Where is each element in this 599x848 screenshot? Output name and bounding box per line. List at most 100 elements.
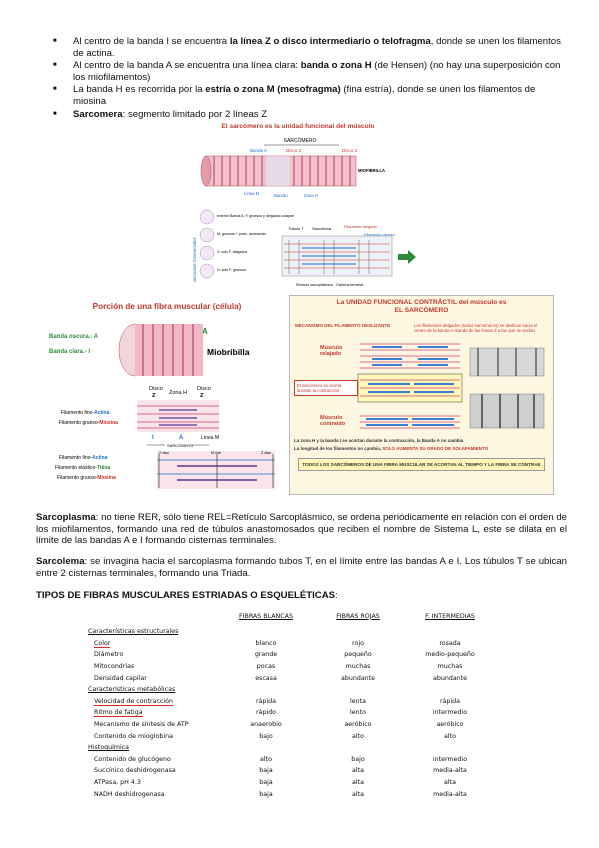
svg-text:M: gruesos + prots. accesorias: M: gruesos + prots. accesorias bbox=[217, 232, 266, 236]
figure-unidad-funcional: La UNIDAD FUNCIONAL CONTRÁCTIL del múscu… bbox=[289, 295, 554, 495]
caption-1: La zona H y la banda I se acortan durant… bbox=[294, 438, 464, 443]
row-label: NADH deshidrogenasa bbox=[94, 790, 165, 798]
cell-value: blanco bbox=[255, 639, 277, 647]
svg-text:exterior Banda A: F. gruesos y: exterior Banda A: F. gruesos y delgados … bbox=[217, 214, 294, 218]
figure-fibra-title: Porción de una fibra muscular (célula) bbox=[92, 302, 242, 311]
cell-value: abundante bbox=[432, 674, 468, 682]
sarcolema-label: Sarcolema bbox=[312, 226, 332, 231]
svg-text:Z disc: Z disc bbox=[159, 451, 169, 455]
mecanismo-label: MECANISMO DEL FILAMENTO DESLIZANTE bbox=[295, 323, 391, 328]
sarcomero-label-2: SARCÓMERO bbox=[167, 443, 193, 448]
figure-fibra-muscular: Porción de una fibra muscular (célula) B… bbox=[47, 302, 287, 490]
sarcomero-label: SARCÓMERO bbox=[284, 137, 317, 144]
svg-text:Filamento grueso-Miosina: Filamento grueso-Miosina bbox=[57, 475, 116, 481]
cell-value: intermedio bbox=[432, 755, 468, 763]
table-section-label: Características estructurales bbox=[88, 628, 179, 636]
miobribilla-label: Miobribilla bbox=[207, 347, 250, 357]
cross-sections bbox=[199, 209, 215, 279]
deslizamiento-diagram bbox=[357, 343, 545, 429]
cell-value: pequeño bbox=[344, 651, 372, 659]
cell-value: baja bbox=[259, 767, 273, 775]
filamento-delgado-label: Filamento delgado bbox=[344, 224, 378, 229]
svg-text:Z: solo F. delgados: Z: solo F. delgados bbox=[217, 250, 247, 254]
secciones-label: secciones transversales bbox=[192, 237, 197, 282]
footer-note: TODOS LOS SARCÓMEROS DE UNA FIBRA MUSCUL… bbox=[298, 458, 545, 471]
table-section-label: Características metabólicas bbox=[88, 686, 176, 694]
zona-h-label-2: Zona H bbox=[169, 390, 187, 396]
table-section-row: Características metabólicas bbox=[88, 684, 496, 696]
cell-value: rápida bbox=[439, 697, 461, 705]
svg-text:Z disc: Z disc bbox=[261, 451, 271, 455]
svg-text:H: solo F. gruesos: H: solo F. gruesos bbox=[217, 268, 246, 272]
row-label: Contenido de glucógeno bbox=[94, 755, 171, 763]
cell-value: aeróbico bbox=[344, 721, 372, 729]
row-label: Diámetro bbox=[94, 651, 124, 659]
banda-i-label: Banda I bbox=[274, 193, 288, 198]
sarcoplasma-paragraph: Sarcoplasma: no tiene RER, sólo tiene RE… bbox=[36, 512, 567, 547]
banda-oscura-label: Banda oscura.- A bbox=[49, 334, 99, 340]
acortan-note: El sarcómero se acorta durante la contra… bbox=[294, 380, 358, 397]
svg-text:I: I bbox=[152, 435, 154, 441]
svg-text:Disco: Disco bbox=[197, 386, 211, 392]
row-label: Densidad capilar bbox=[94, 674, 147, 682]
row-label: Color bbox=[94, 639, 111, 648]
cell-value: escasa bbox=[255, 674, 277, 682]
cell-value: alta bbox=[444, 779, 456, 787]
cell-value: media-alta bbox=[433, 767, 467, 775]
zona-h-label: Zona H bbox=[304, 193, 318, 198]
svg-text:M line: M line bbox=[211, 451, 221, 455]
cell-value: anaerobio bbox=[250, 721, 282, 729]
svg-text:Filamento fino-Actina: Filamento fino-Actina bbox=[59, 455, 108, 461]
cell-value: rosada bbox=[439, 639, 461, 647]
banda-a-label: Banda A bbox=[250, 148, 267, 153]
cell-value: alta bbox=[352, 779, 364, 787]
fibras-table-container: FIBRAS BLANCAS FIBRAS ROJAS F. INTERMEDI… bbox=[88, 606, 538, 800]
bullet-list: Al centro de la banda I se encuentra la … bbox=[51, 36, 571, 121]
cell-value: alto bbox=[444, 732, 456, 740]
bullet-zona-m: La banda H es recorrida por la estría o … bbox=[51, 84, 571, 107]
bullet-sarcomera: Sarcomera: segmento limitado por 2 línea… bbox=[51, 109, 571, 121]
figure-sarcomero: El sarcómero es la unidad funcional del … bbox=[174, 123, 422, 291]
fibra-diagram: Banda oscura.- A Banda clara.- I I A Mio… bbox=[49, 323, 275, 489]
table-section-label: Histoquímica bbox=[88, 744, 130, 752]
cell-value: alto bbox=[352, 732, 364, 740]
cell-value: aeróbico bbox=[436, 721, 464, 729]
svg-text:A: A bbox=[202, 327, 208, 336]
filamento-grueso-label: Filamento grueso bbox=[364, 232, 396, 237]
row-label: Succínico deshidrogenasa bbox=[94, 767, 176, 775]
cell-value: muchas bbox=[437, 663, 463, 671]
cell-value: lenta bbox=[350, 697, 366, 705]
cell-value: lento bbox=[350, 709, 366, 717]
svg-text:Filamento grueso-Miosina: Filamento grueso-Miosina bbox=[59, 420, 118, 426]
disco-z-label: Disco Z bbox=[286, 148, 302, 153]
cell-value: bajo bbox=[351, 755, 365, 763]
cell-value: rápido bbox=[255, 709, 277, 717]
cell-value: alta bbox=[352, 790, 364, 798]
row-label: ATPasa, pH 4.3 bbox=[94, 779, 141, 787]
svg-text:Disco Z: Disco Z bbox=[342, 148, 358, 153]
cell-value: grande bbox=[254, 651, 278, 659]
row-label: Ritmo de fatiga bbox=[94, 709, 143, 718]
cell-value: medio-pequeño bbox=[425, 651, 475, 659]
table-row: Contenido de glucógeno alto bajo intermedio bbox=[88, 754, 496, 766]
svg-text:A: A bbox=[179, 435, 184, 441]
cell-value: rápida bbox=[255, 697, 277, 705]
table-row: Diámetro grande pequeño medio-pequeño bbox=[88, 649, 496, 661]
bullet-linea-z: Al centro de la banda I se encuentra la … bbox=[51, 36, 571, 59]
svg-text:Z: Z bbox=[200, 393, 204, 399]
header-rojas: FIBRAS ROJAS bbox=[336, 612, 380, 620]
table-section-row: Histoquímica bbox=[88, 742, 496, 754]
header-blancas: FIBRAS BLANCAS bbox=[239, 612, 293, 620]
cell-value: bajo bbox=[259, 732, 273, 740]
cell-value: alto bbox=[260, 755, 272, 763]
svg-text:Z: Z bbox=[152, 393, 156, 399]
tubulo-t-label: Túbulo T bbox=[288, 226, 304, 231]
cell-value: alta bbox=[352, 767, 364, 775]
